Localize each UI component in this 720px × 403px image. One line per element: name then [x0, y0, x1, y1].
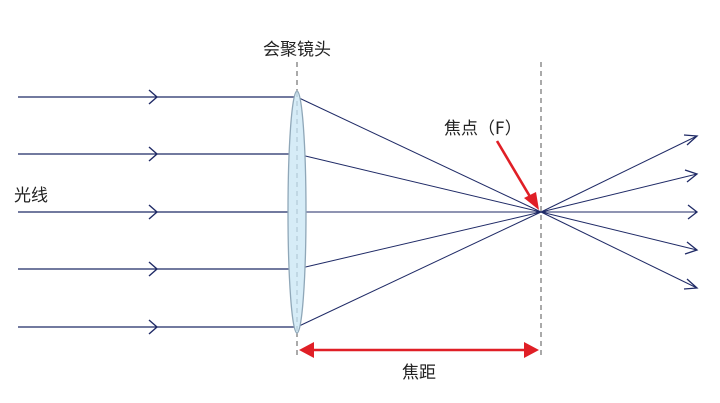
arrowhead-icon: [684, 241, 699, 255]
arrowhead-icon: [687, 204, 699, 220]
converging-ray: [296, 153, 542, 213]
ray-direction-chevrons: [148, 89, 159, 335]
diverging-ray: [540, 211, 698, 251]
chevron-right-icon: [148, 204, 159, 220]
diverging-ray: [540, 135, 698, 213]
converging-rays: [296, 96, 542, 328]
diverging-rays: [540, 135, 698, 289]
diverging-ray: [540, 211, 698, 289]
chevron-right-icon: [148, 89, 159, 105]
arrowhead-icon: [683, 278, 699, 290]
arrow-icon: [524, 192, 539, 210]
chevron-right-icon: [148, 146, 159, 162]
focus-label: 焦点（F）: [444, 119, 522, 139]
chevron-right-icon: [148, 319, 159, 335]
chevron-right-icon: [148, 261, 159, 277]
double-arrow-right-icon: [524, 342, 539, 358]
double-arrow-left-icon: [299, 342, 314, 358]
outgoing-arrowheads: [683, 134, 699, 290]
focal-length-dimension: [299, 342, 539, 358]
arrowhead-icon: [684, 169, 699, 183]
diverging-ray: [540, 173, 698, 213]
arrowhead-icon: [683, 134, 699, 146]
converging-ray: [296, 96, 542, 213]
converging-ray: [296, 211, 542, 270]
converging-ray: [296, 211, 542, 328]
lens-label: 会聚镜头: [263, 40, 331, 60]
focus-pointer-arrow: [495, 140, 539, 210]
focal-length-label: 焦距: [402, 363, 436, 383]
light-label: 光线: [14, 186, 48, 206]
